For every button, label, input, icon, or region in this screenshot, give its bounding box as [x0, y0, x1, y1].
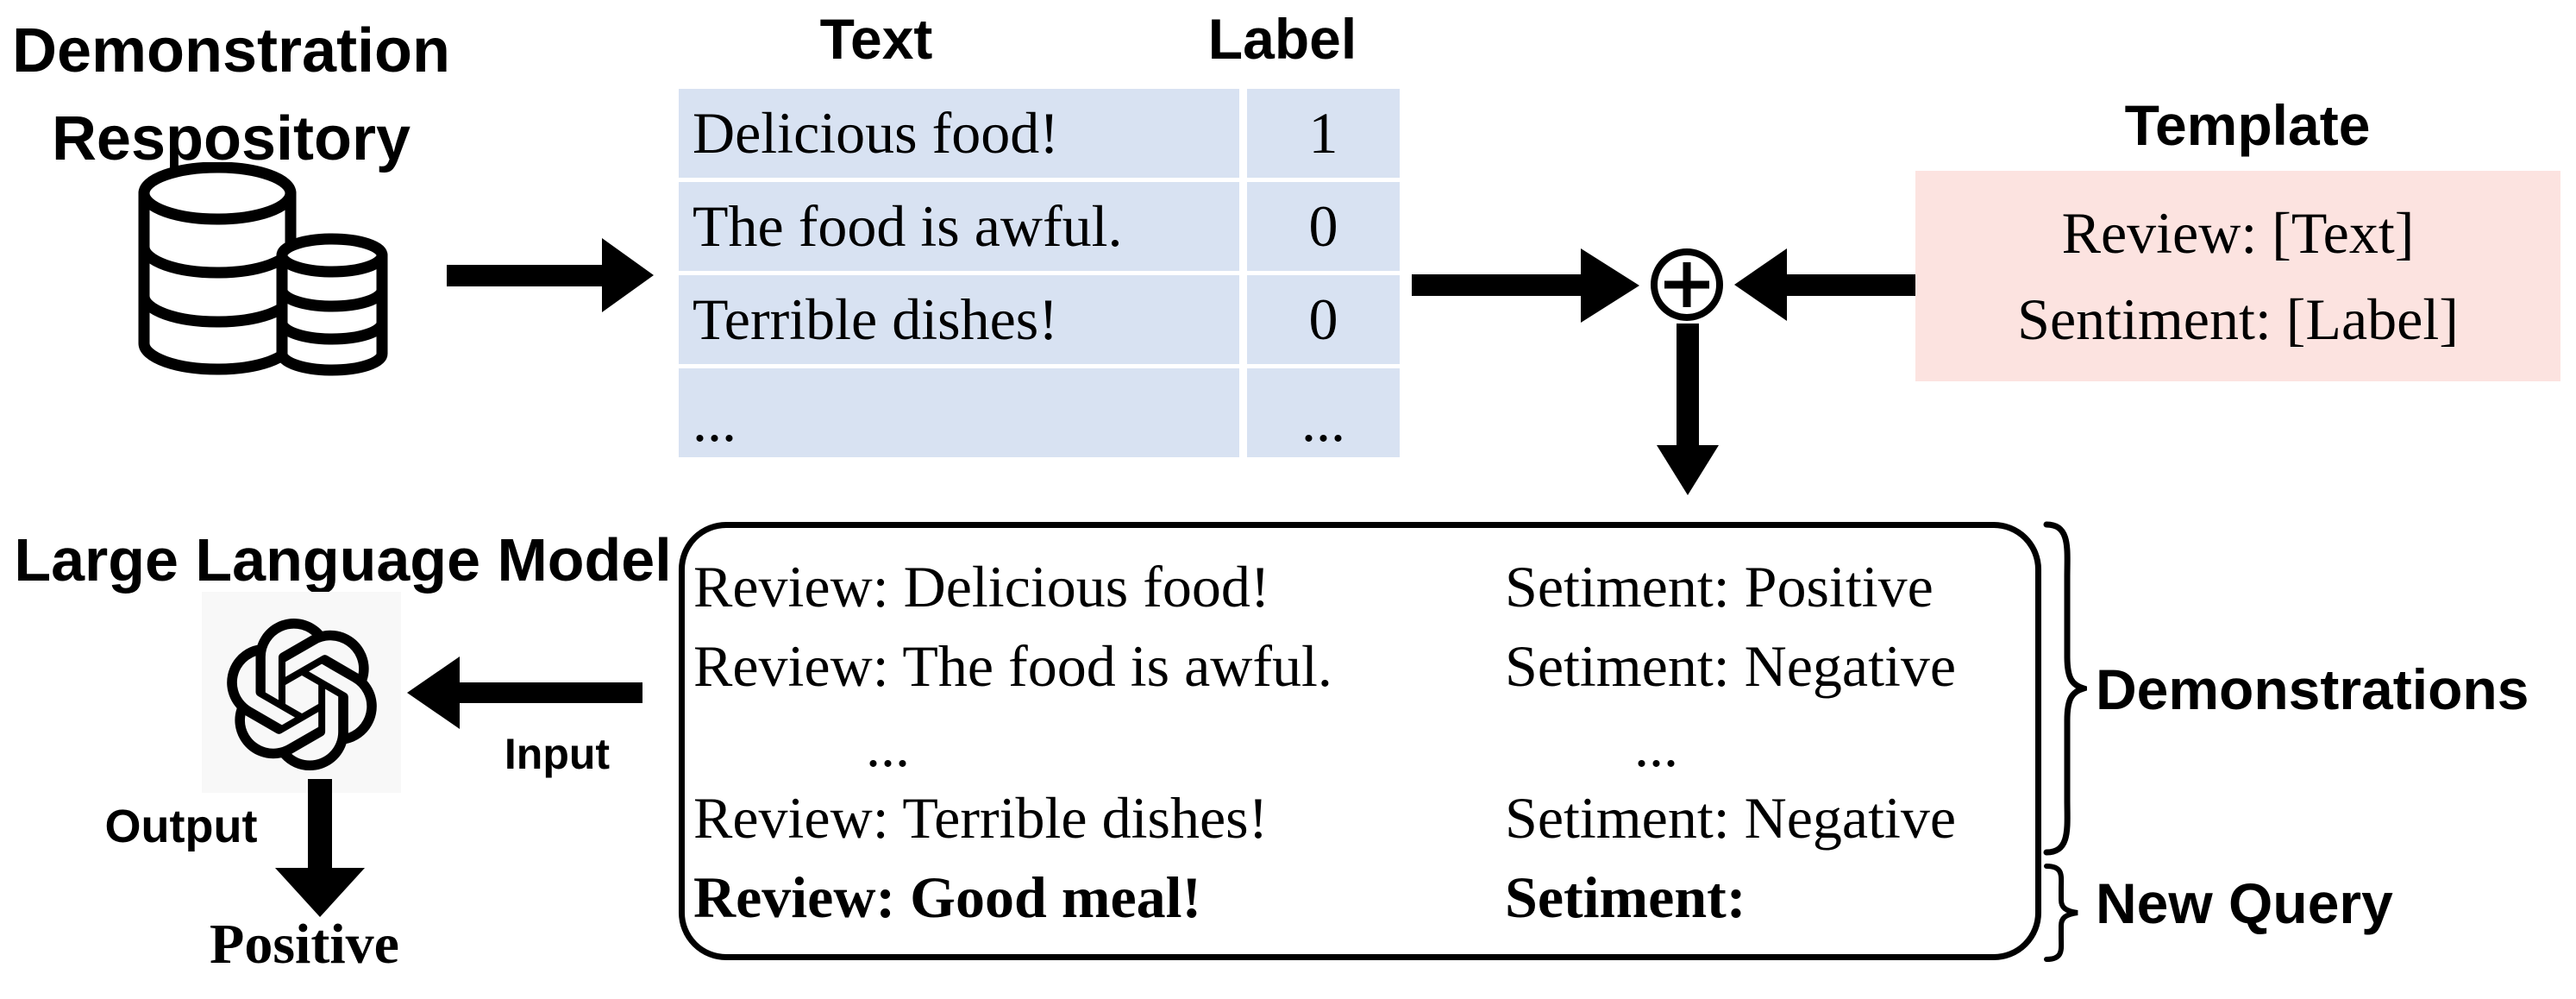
- table-cell-text: Terrible dishes!: [679, 275, 1239, 364]
- table-cell-text: ...: [679, 368, 1239, 457]
- prompt-row-new-query: Review: Good meal! Setiment:: [693, 868, 1746, 927]
- arrow-table-to-plus-head: [1581, 248, 1639, 323]
- template-title: Template: [2124, 93, 2371, 157]
- table-header-label: Label: [1207, 7, 1357, 71]
- template-line-review: Review: [Text]: [2061, 200, 2415, 266]
- table-row: Delicious food! 1: [679, 89, 1403, 178]
- arrow-repo-to-table-shaft: [447, 265, 604, 286]
- arrow-plus-to-prompt-head: [1657, 445, 1719, 495]
- output-label: Output: [104, 801, 258, 852]
- input-label: Input: [504, 730, 611, 778]
- table-cell-label: 1: [1247, 89, 1400, 178]
- table-cell-label: 0: [1247, 275, 1400, 364]
- template-line-sentiment: Sentiment: [Label]: [2017, 286, 2459, 352]
- table-cell-label: 0: [1247, 182, 1400, 271]
- arrow-input-shaft: [458, 682, 642, 703]
- dataset-table: Delicious food! 1 The food is awful. 0 T…: [679, 89, 1403, 462]
- template-box: Review: [Text] Sentiment: [Label]: [1915, 171, 2560, 381]
- prompt-sentiment: Setiment: Negative: [1505, 633, 1957, 699]
- prompt-review: Review: The food is awful.: [693, 633, 1332, 699]
- table-row: The food is awful. 0: [679, 182, 1403, 271]
- arrow-input-head: [407, 657, 460, 729]
- repository-title: Demonstration Respository: [7, 7, 455, 183]
- demonstrations-annotation: Demonstrations: [2096, 657, 2529, 721]
- llm-title: Large Language Model: [14, 526, 672, 594]
- arrow-output-head: [275, 868, 365, 917]
- prompt-row: Review: The food is awful. Setiment: Neg…: [693, 637, 1956, 695]
- arrow-template-to-plus-shaft: [1785, 274, 1916, 296]
- openai-logo-icon: [227, 619, 377, 771]
- prompt-box: [679, 522, 2041, 960]
- prompt-sentiment: Setiment: Negative: [1505, 785, 1957, 851]
- table-cell-label: ...: [1247, 368, 1400, 457]
- table-row: Terrible dishes! 0: [679, 275, 1403, 364]
- arrow-table-to-plus-shaft: [1412, 274, 1583, 296]
- prompt-sentiment: Setiment: Positive: [1505, 554, 1934, 619]
- prompt-row-ellipsis: ... ...: [693, 717, 1678, 776]
- arrow-repo-to-table-head: [602, 238, 654, 312]
- table-cell-text: Delicious food!: [679, 89, 1239, 178]
- circle-plus-icon: [1651, 248, 1723, 321]
- prompt-review-new: Review: Good meal!: [693, 864, 1202, 930]
- prompt-sentiment-new: Setiment:: [1505, 864, 1746, 930]
- repository-title-line1: Demonstration: [11, 16, 451, 85]
- table-header-text: Text: [819, 7, 933, 71]
- table-cell-text: The food is awful.: [679, 182, 1239, 271]
- prompt-review: Review: Terrible dishes!: [693, 785, 1269, 851]
- plus-vertical-bar: [1683, 262, 1691, 307]
- arrow-output-shaft: [308, 779, 332, 869]
- arrow-template-to-plus-head: [1734, 248, 1787, 321]
- new-query-brace-icon: [2044, 864, 2078, 962]
- demonstrations-brace-icon: [2043, 521, 2087, 856]
- new-query-annotation: New Query: [2096, 871, 2393, 935]
- database-icon: [138, 162, 388, 376]
- table-row: ... ...: [679, 368, 1403, 457]
- prompt-row: Review: Terrible dishes! Setiment: Negat…: [693, 789, 1956, 847]
- prompt-sentiment-ellipsis: ...: [1634, 713, 1678, 779]
- repository-title-line2: Respository: [51, 104, 411, 173]
- prompt-row: Review: Delicious food! Setiment: Positi…: [693, 557, 1934, 616]
- prompt-review: Review: Delicious food!: [693, 554, 1270, 619]
- output-value: Positive: [210, 913, 399, 976]
- arrow-plus-to-prompt-shaft: [1677, 324, 1699, 446]
- prompt-review-ellipsis: ...: [866, 713, 910, 779]
